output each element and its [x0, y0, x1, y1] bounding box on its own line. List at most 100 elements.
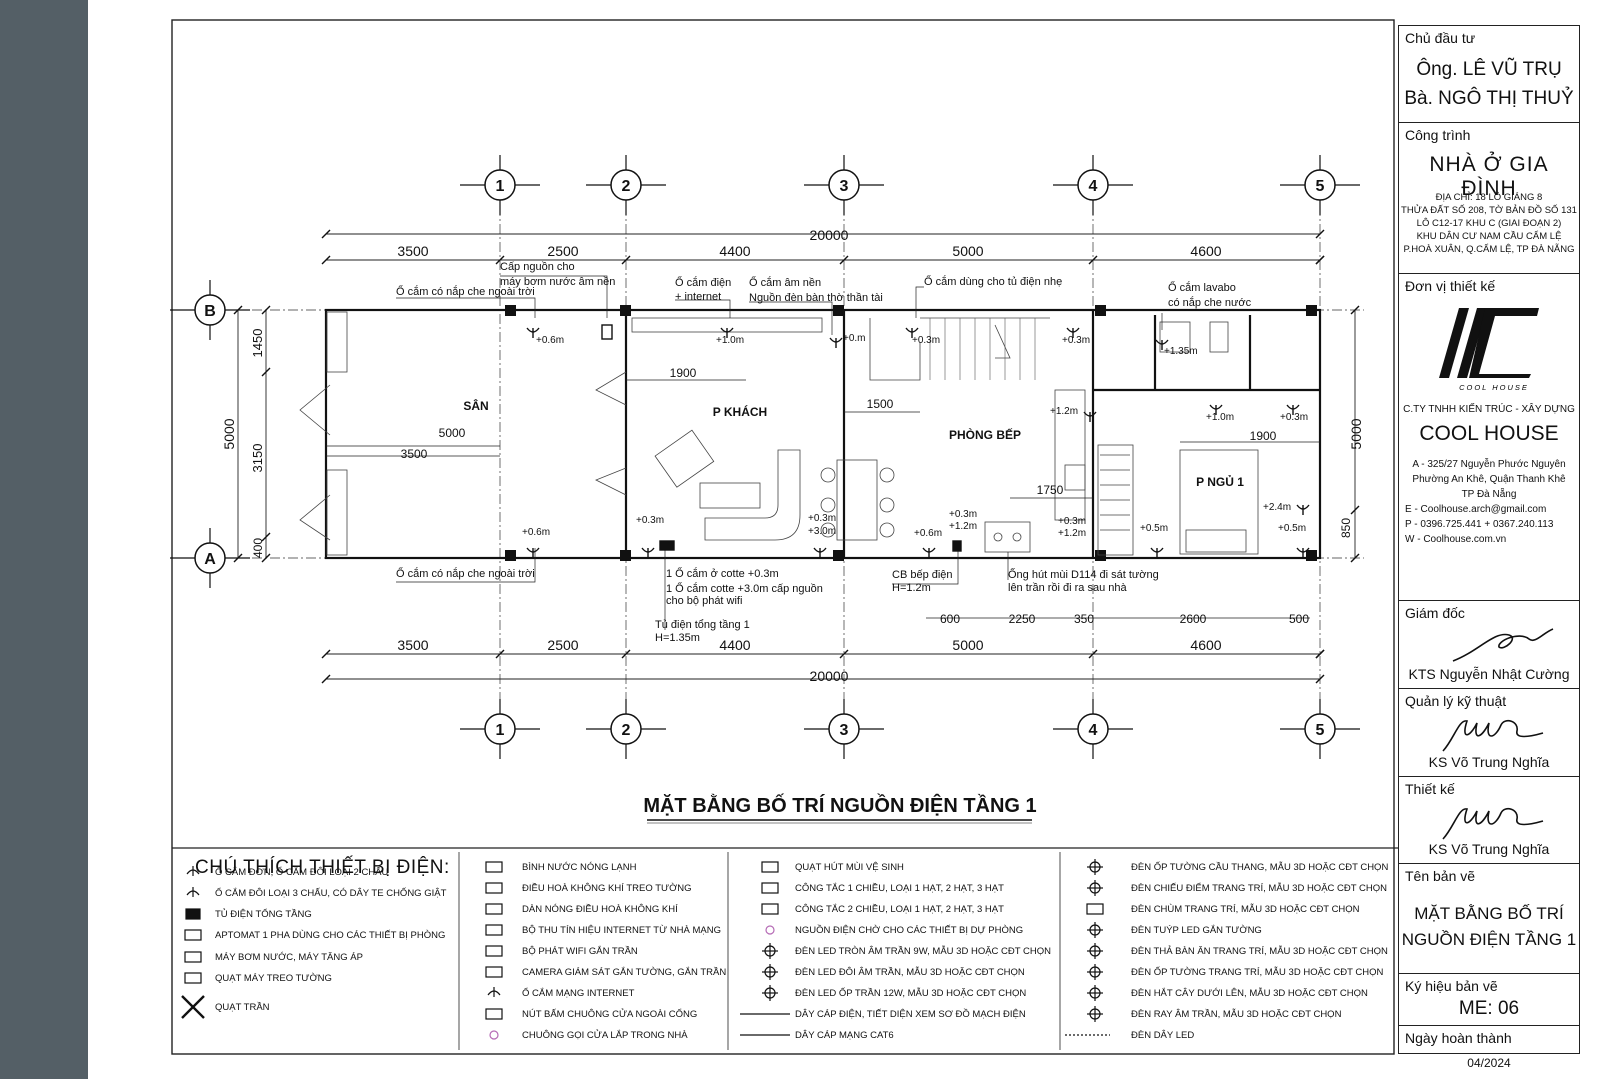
tech-section: Quản lý kỹ thuật KS Võ Trung Nghĩa: [1399, 689, 1579, 777]
annotation-note: có nắp che nước: [1168, 296, 1252, 309]
annotation-note: 1 Ổ cắm ở cotte +0.3m: [666, 567, 779, 580]
annotation-note: Ổ cắm âm nền: [749, 276, 821, 289]
dim-left: 3150: [250, 444, 265, 473]
dim-bottom: 3500: [397, 637, 428, 653]
axis-bubble-top: [610, 169, 642, 201]
legend-text: DÂY CÁP MẠNG CAT6: [795, 1030, 894, 1041]
annotation-note: CB bếp điện: [892, 569, 953, 581]
camera-icon: [485, 966, 503, 978]
dim-bottom: 4400: [719, 637, 750, 653]
mount-height: +0.3m: [1062, 335, 1090, 346]
room-label: PHÒNG BẾP: [949, 427, 1021, 442]
annotation-note: 1 Ổ cắm cotte +3.0m cấp nguồn: [666, 582, 823, 595]
legend-text: ĐÈN LED ĐÔI ÂM TRẦN, MẪU 3D HOẶC CĐT CHỌ…: [795, 966, 1025, 978]
dim-left: 1450: [250, 329, 265, 358]
mount-height: +0.5m: [1140, 523, 1168, 534]
axis-bubble-bottom: [610, 713, 642, 745]
tech-name: KS Võ Trung Nghĩa: [1428, 754, 1550, 770]
annotation-note: Ổ cắm lavabo: [1168, 281, 1236, 294]
contact-address: TP Đà Nẵng: [1461, 489, 1517, 500]
mount-height: +3.0m: [808, 526, 836, 537]
legend-text: QUẠT MÁY TREO TƯỜNG: [215, 973, 332, 984]
annotation-note: Ổ cắm dùng cho tủ điện nhẹ: [924, 275, 1062, 288]
designer-label: Đơn vị thiết kế: [1405, 278, 1496, 294]
design-label: Thiết kế: [1405, 781, 1455, 797]
address-line: P.HOÀ XUÂN, Q.CẨM LỆ, TP ĐÀ NẴNG: [1403, 244, 1575, 255]
drawing-code: ME: 06: [1458, 998, 1520, 1019]
axis-bubble-bottom: [484, 713, 516, 745]
code-label: Ký hiệu bản vẽ: [1405, 978, 1498, 994]
axis-bubble-top: [484, 169, 516, 201]
project-label: Công trình: [1405, 127, 1471, 143]
axis-bubble-side: [194, 294, 226, 326]
legend-text: TỦ ĐIỆN TỔNG TẦNG: [215, 908, 312, 920]
contact-website: W - Coolhouse.com.vn: [1405, 534, 1507, 545]
round-led-icon: [762, 943, 778, 959]
wifi-icon: [485, 945, 503, 957]
spare-power-icon: [765, 925, 775, 935]
structural-columns: [505, 305, 1317, 561]
doorbell-icon: [489, 1030, 499, 1040]
director-signature: [1452, 628, 1554, 662]
dim-right-total: 5000: [1348, 418, 1364, 449]
dim-top: 5000: [952, 243, 983, 259]
code-section: Ký hiệu bản vẽ ME: 06: [1399, 974, 1579, 1026]
axis-bubble-top-label: 5: [1316, 178, 1325, 195]
mount-height: +1.0m: [1206, 412, 1234, 423]
doorbell-button-icon: [485, 1008, 503, 1020]
dim-right: 850: [1339, 518, 1353, 538]
dim-bottom: 5000: [952, 637, 983, 653]
address-line: KHU DÂN CƯ NAM CẦU CẨM LỆ: [1416, 231, 1562, 242]
dim-bottom: 4600: [1190, 637, 1221, 653]
company-line: C.TY TNHH KIẾN TRÚC - XÂY DỰNG: [1403, 404, 1575, 415]
annotation-note: Ống hút mùi D114 đi sát tường: [1008, 567, 1159, 581]
annotation-note: H=1.35m: [655, 632, 700, 644]
director-label: Giám đốc: [1405, 605, 1465, 621]
owner-1: Ông. LÊ VŨ TRỤ: [1416, 59, 1562, 80]
contact-email: E - Coolhouse.arch@gmail.com: [1405, 504, 1547, 515]
axis-bubble-bottom-label: 4: [1089, 722, 1098, 739]
dim-top: 4400: [719, 243, 750, 259]
breaker-icon: [184, 929, 202, 941]
axis-bubble-top-label: 4: [1089, 178, 1098, 195]
annotation-note: lên trần rồi đi ra sau nhà: [1008, 582, 1128, 594]
legend-text: ĐÈN ỐP TƯỜNG CẦU THANG, MẪU 3D HOẶC CĐT …: [1131, 861, 1388, 873]
wall-ac-icon: [485, 882, 503, 894]
owner-2: Bà. NGÔ THỊ THUỶ: [1404, 88, 1574, 109]
address-line: LÔ C12-17 KHU C (GIAI ĐOẠN 2): [1416, 218, 1562, 229]
date-label: Ngày hoàn thành: [1405, 1030, 1512, 1046]
annotation-note: Ổ cắm có nắp che ngoài trời: [396, 567, 535, 580]
legend-text: CAMERA GIÁM SÁT GẮN TƯỜNG, GẮN TRẦN: [522, 967, 726, 978]
stair-wall-light-icon: [1087, 859, 1103, 875]
legend-text: ĐÈN CHIẾU ĐIỂM TRANG TRÍ, MẪU 3D HOẶC CĐ…: [1131, 882, 1387, 894]
axis-bubble-bottom-label: 3: [840, 722, 849, 739]
legend-text: ĐÈN HẮT CÂY DƯỚI LÊN, MẪU 3D HOẶC CĐT CH…: [1131, 987, 1368, 999]
room-label: P KHÁCH: [713, 404, 767, 419]
drawing-name-label: Tên bản vẽ: [1405, 868, 1476, 884]
switch-1way-icon: [761, 882, 779, 894]
axis-bubble-side: [194, 542, 226, 574]
axis-bubble-top: [1077, 169, 1109, 201]
axis-bubble-bottom-label: 2: [622, 722, 631, 739]
legend-text: ĐIỀU HOÀ KHÔNG KHÍ TREO TƯỜNG: [522, 883, 692, 894]
axis-bubble-top-label: 3: [840, 178, 849, 195]
dim-kitchen: 500: [1289, 612, 1309, 626]
dim-inner: 1500: [867, 397, 894, 411]
company-name: COOL HOUSE: [1419, 422, 1559, 445]
dim-top: 4600: [1190, 243, 1221, 259]
contact-address: A - 325/27 Nguyễn Phước Nguyên: [1412, 459, 1566, 470]
axis-bubble-top-label: 2: [622, 178, 631, 195]
legend-text: QUẠT HÚT MÙI VỆ SINH: [795, 862, 904, 873]
drawing-name-1: MẶT BẰNG BỐ TRÍ: [1414, 904, 1564, 923]
axis-bubble-side-label: A: [204, 551, 216, 568]
project-name: NHÀ Ở GIA ĐÌNH: [1429, 153, 1549, 200]
mount-height: +0.3m: [808, 513, 836, 524]
annotation-note: Cấp nguồn cho: [500, 261, 575, 273]
legend-title: CHÚ THÍCH THIẾT BỊ ĐIỆN:: [195, 857, 450, 878]
ac-outdoor-icon: [485, 903, 503, 915]
legend-text: CÔNG TẮC 2 CHIỀU, LOẠI 1 HẠT, 2 HẠT, 3 H…: [795, 904, 1004, 915]
owner-section: Chủ đầu tư Ông. LÊ VŨ TRỤ Bà. NGÔ THỊ TH…: [1399, 26, 1579, 123]
room-label: SÂN: [463, 398, 488, 413]
dim-kitchen: 600: [940, 612, 960, 626]
legend-text: NÚT BẤM CHUÔNG CỬA NGOÀI CỔNG: [522, 1008, 697, 1020]
